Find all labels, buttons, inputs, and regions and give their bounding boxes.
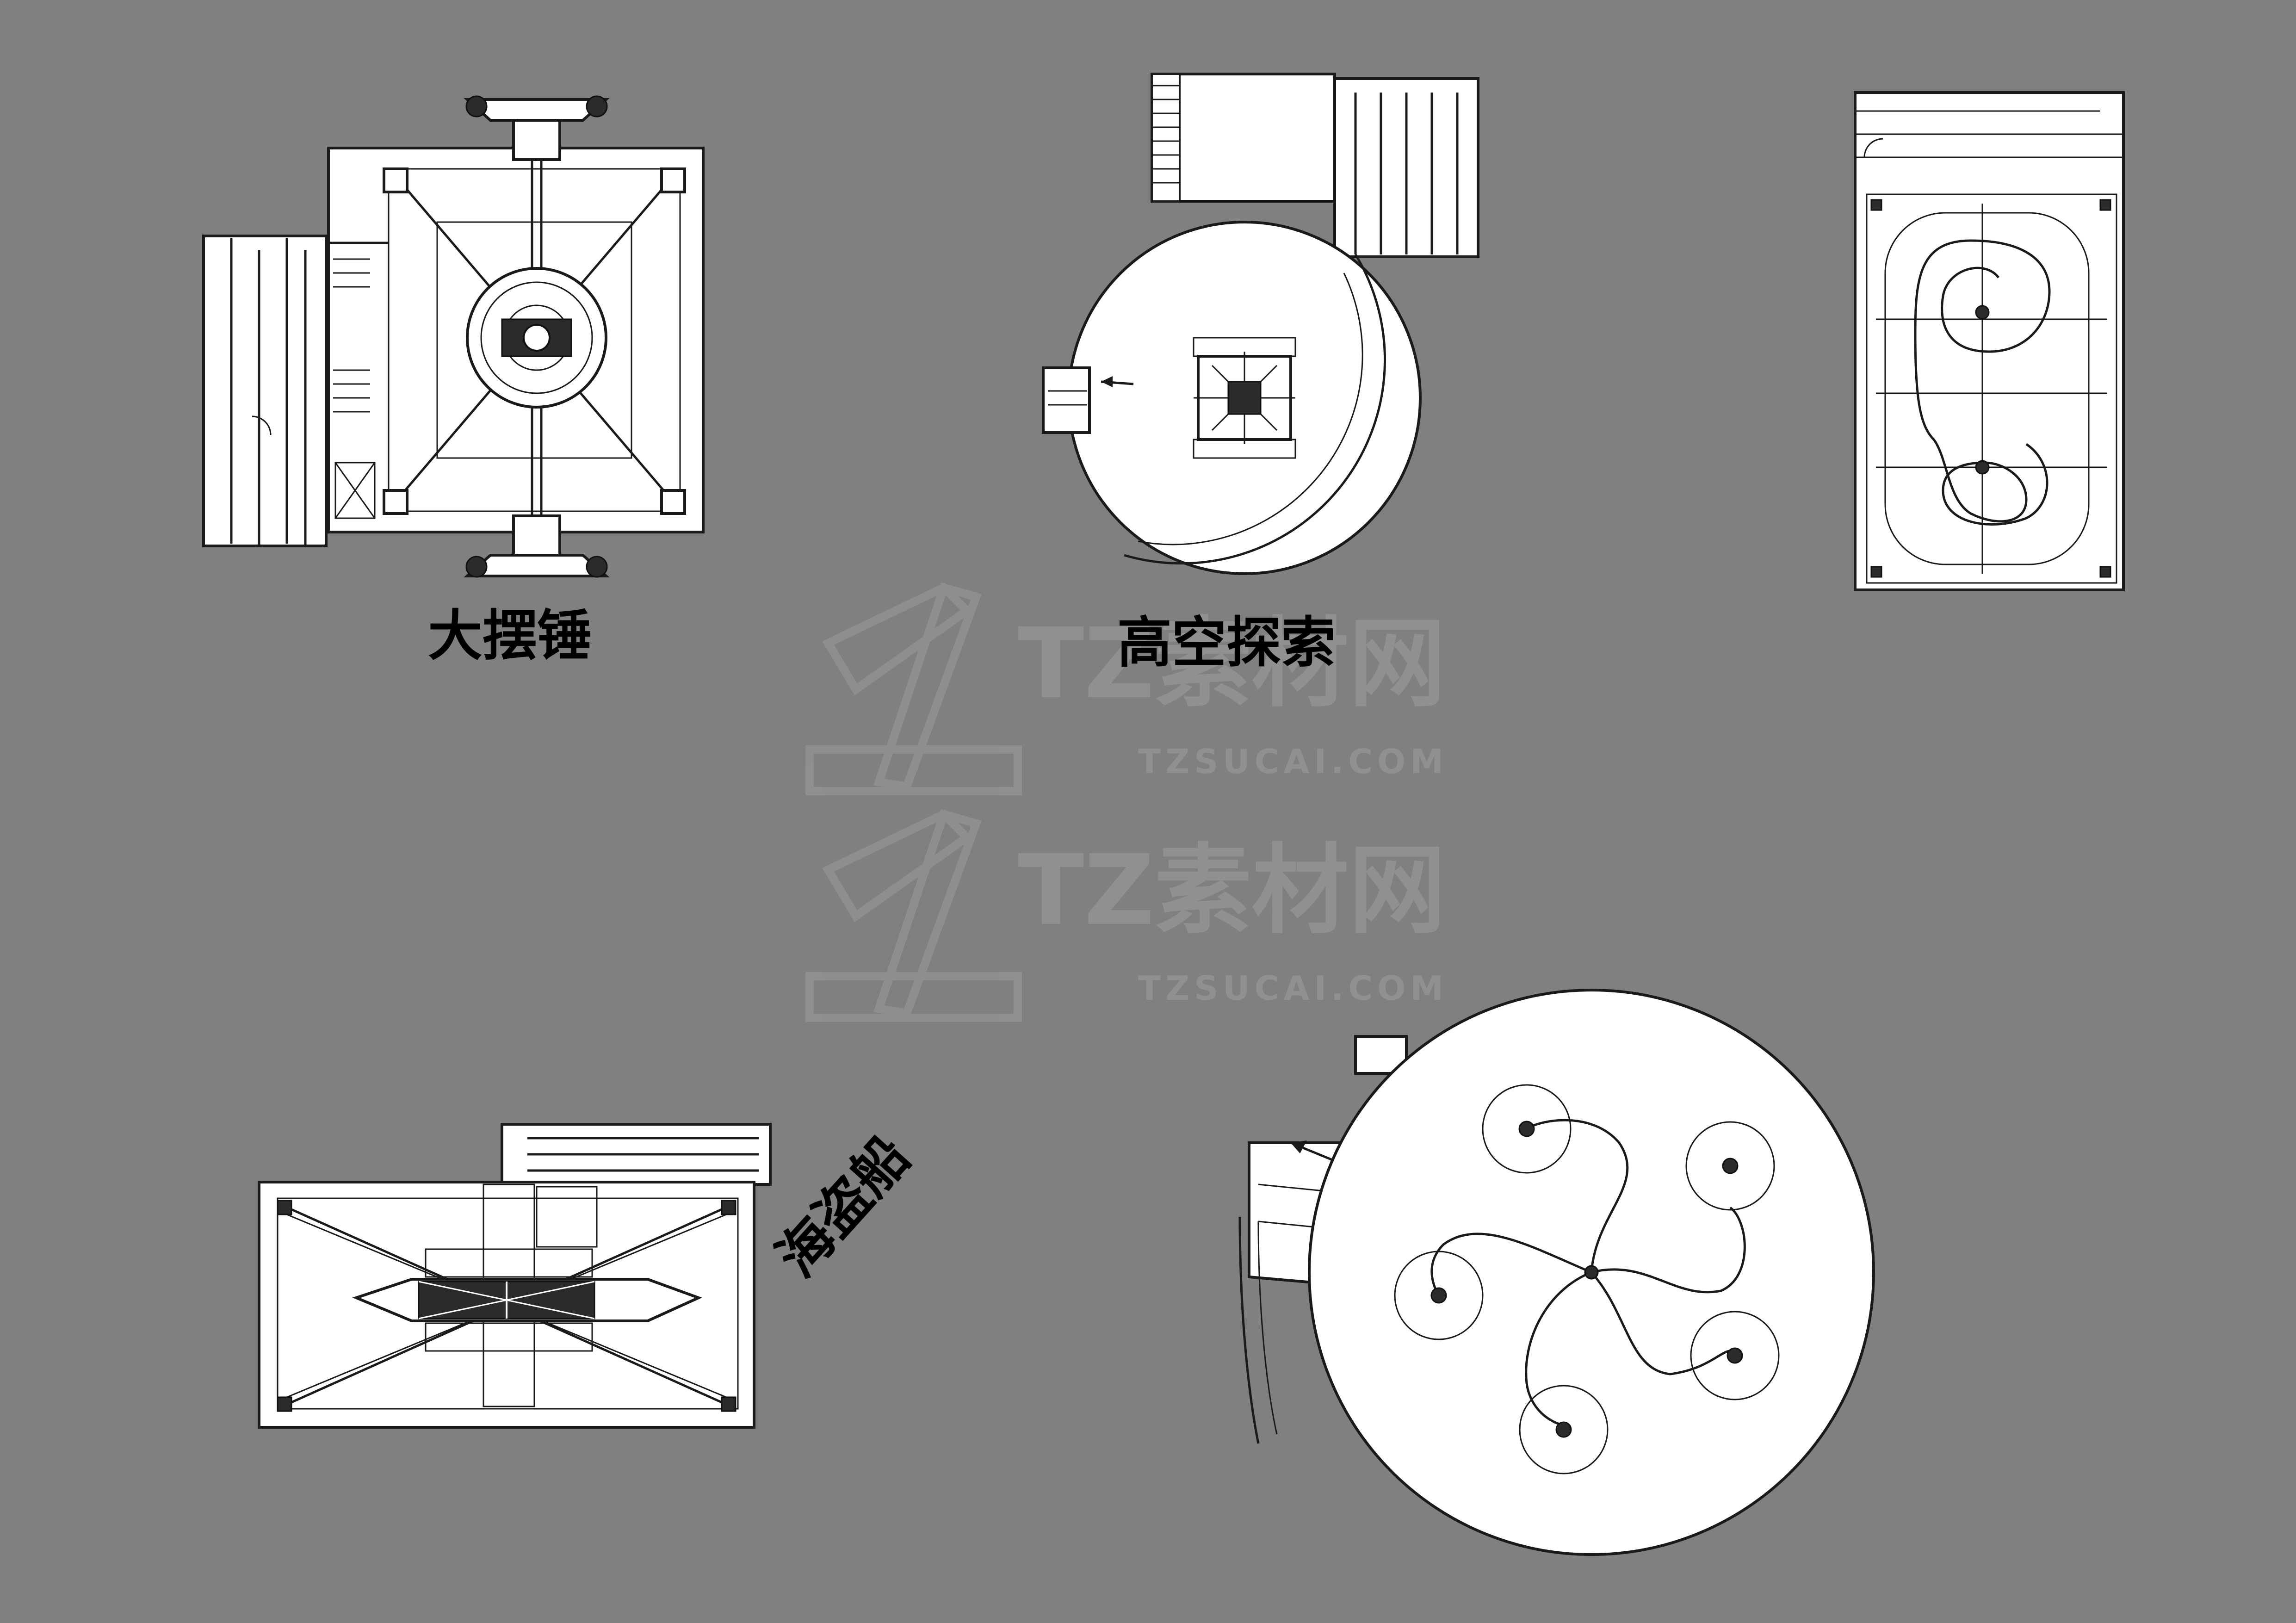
watermark-url-bottom: TZSUCAI.COM — [1138, 969, 1448, 1008]
spinning-ride-plan — [1238, 989, 1875, 1556]
watermark-brand-top: TZ素材网 — [1018, 607, 1446, 720]
watermark-brand-bottom: TZ素材网 — [1018, 834, 1446, 947]
watermark-logo-bottom — [805, 809, 1022, 1022]
watermark-url-top: TZSUCAI.COM — [1138, 742, 1448, 781]
watermark-logo-top — [805, 582, 1022, 795]
sky-explore-plan — [1042, 73, 1479, 575]
pendulum-label: 大摆锤 — [428, 604, 592, 668]
pendulum-plan — [202, 95, 705, 578]
track-ride-plan — [1854, 91, 2125, 591]
sky-explore-label: 高空探索 — [1117, 611, 1336, 675]
pirate-ship-plan — [258, 1123, 772, 1429]
